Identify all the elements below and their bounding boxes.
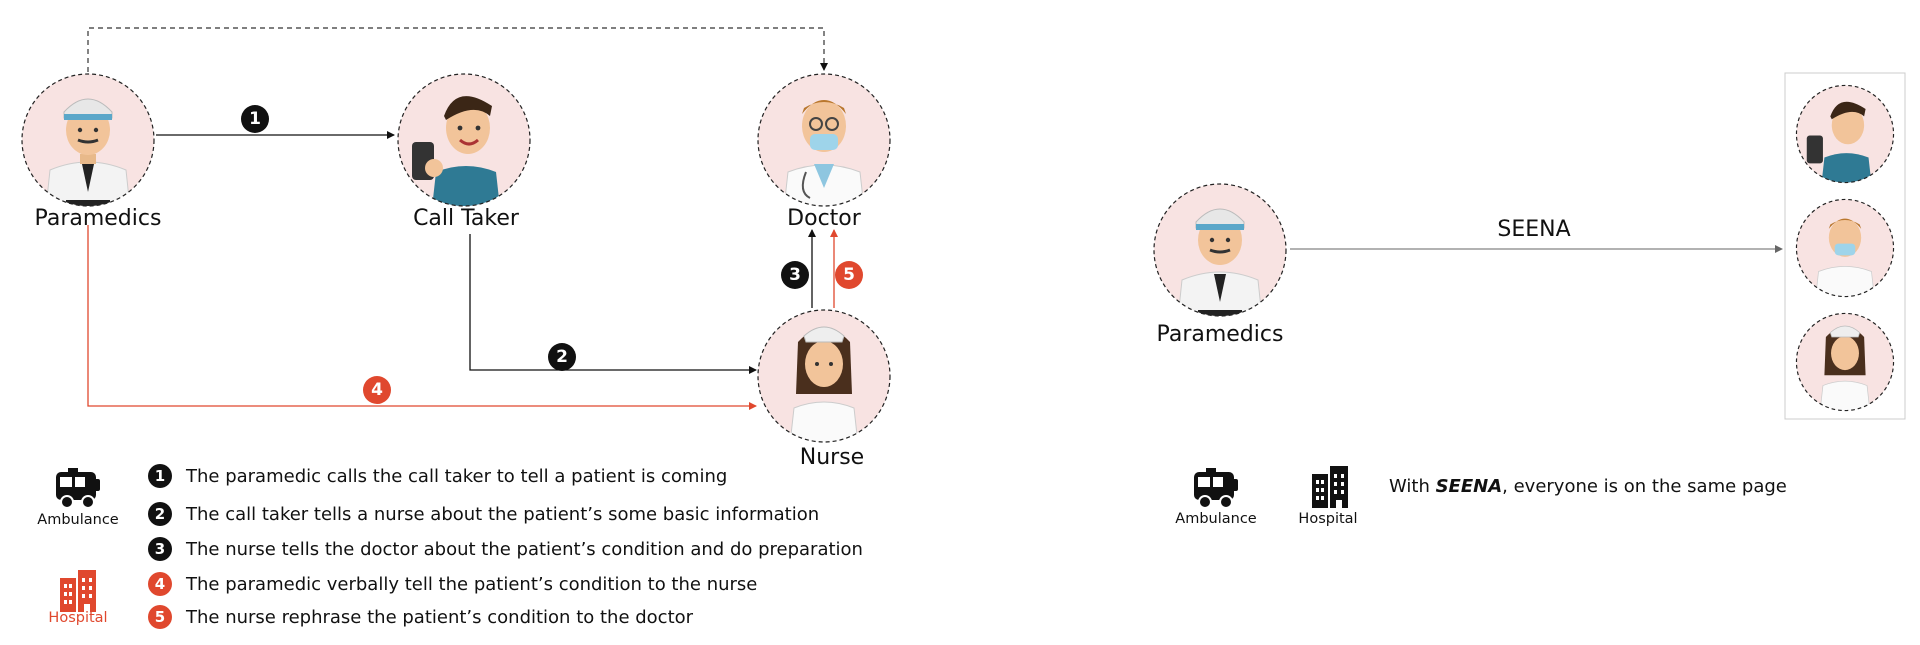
call-taker-avatar-small	[1795, 84, 1895, 184]
ambulance-icon-right	[1194, 468, 1238, 509]
ambulance-icon	[56, 468, 100, 509]
legend-step-text: The call taker tells a nurse about the p…	[186, 503, 820, 525]
badge-2: 2	[548, 343, 576, 371]
hospital-icon-right	[1312, 466, 1348, 508]
paramedic-avatar	[21, 73, 155, 207]
node-label-doctor: Doctor	[787, 206, 861, 231]
call-taker-avatar	[397, 73, 531, 207]
nurse-avatar-small	[1795, 312, 1895, 412]
badge-4: 4	[363, 376, 391, 404]
node-label-nurse: Nurse	[799, 445, 865, 470]
paramedic-avatar-right	[1153, 183, 1287, 317]
hospital-label: Hospital	[48, 610, 108, 626]
tagline-suffix: , everyone is on the same page	[1502, 476, 1787, 497]
arrow-2	[469, 234, 757, 374]
tagline-prefix: With	[1389, 476, 1436, 497]
legend-step-text: The nurse rephrase the patient’s conditi…	[186, 606, 694, 628]
tagline-brand: SEENA	[1435, 476, 1503, 497]
legend-step-5: 5 The nurse rephrase the patient’s condit…	[148, 603, 693, 631]
badge-1: 1	[241, 105, 269, 133]
ambulance-label-right: Ambulance	[1175, 511, 1257, 527]
hospital-label-right: Hospital	[1298, 511, 1358, 527]
badge-3: 3	[781, 261, 809, 289]
badge-5: 5	[835, 261, 863, 289]
legend-step-4: 4 The paramedic verbally tell the patient…	[148, 570, 757, 598]
seena-arrow-label: SEENA	[1497, 217, 1571, 242]
legend-step-number: 5	[148, 605, 172, 629]
right-label-paramedics: Paramedics	[1156, 322, 1284, 347]
node-label-paramedics: Paramedics	[34, 206, 162, 231]
doctor-avatar	[757, 73, 891, 207]
legend-step-text: The nurse tells the doctor about the pat…	[186, 538, 863, 560]
legend-step-number: 3	[148, 537, 172, 561]
legend-step-3: 3 The nurse tells the doctor about the pa…	[148, 535, 863, 563]
node-label-call-taker: Call Taker	[413, 206, 519, 231]
hospital-icon	[60, 570, 96, 612]
legend-step-number: 2	[148, 502, 172, 526]
ambulance-label: Ambulance	[37, 512, 119, 528]
legend-step-text: The paramedic calls the call taker to te…	[186, 465, 728, 487]
nurse-avatar	[757, 309, 891, 443]
seena-tagline: With SEENA, everyone is on the same page	[1389, 476, 1787, 497]
legend-step-2: 2 The call taker tells a nurse about the …	[148, 500, 819, 528]
legend-step-number: 4	[148, 572, 172, 596]
dashed-connector	[87, 27, 828, 72]
legend-step-number: 1	[148, 464, 172, 488]
legend-step-1: 1 The paramedic calls the call taker to t…	[148, 462, 727, 490]
arrow-4	[87, 225, 757, 410]
legend-step-text: The paramedic verbally tell the patient’…	[186, 573, 758, 595]
doctor-avatar-small	[1795, 198, 1895, 298]
staff-group-box	[1784, 72, 1906, 420]
